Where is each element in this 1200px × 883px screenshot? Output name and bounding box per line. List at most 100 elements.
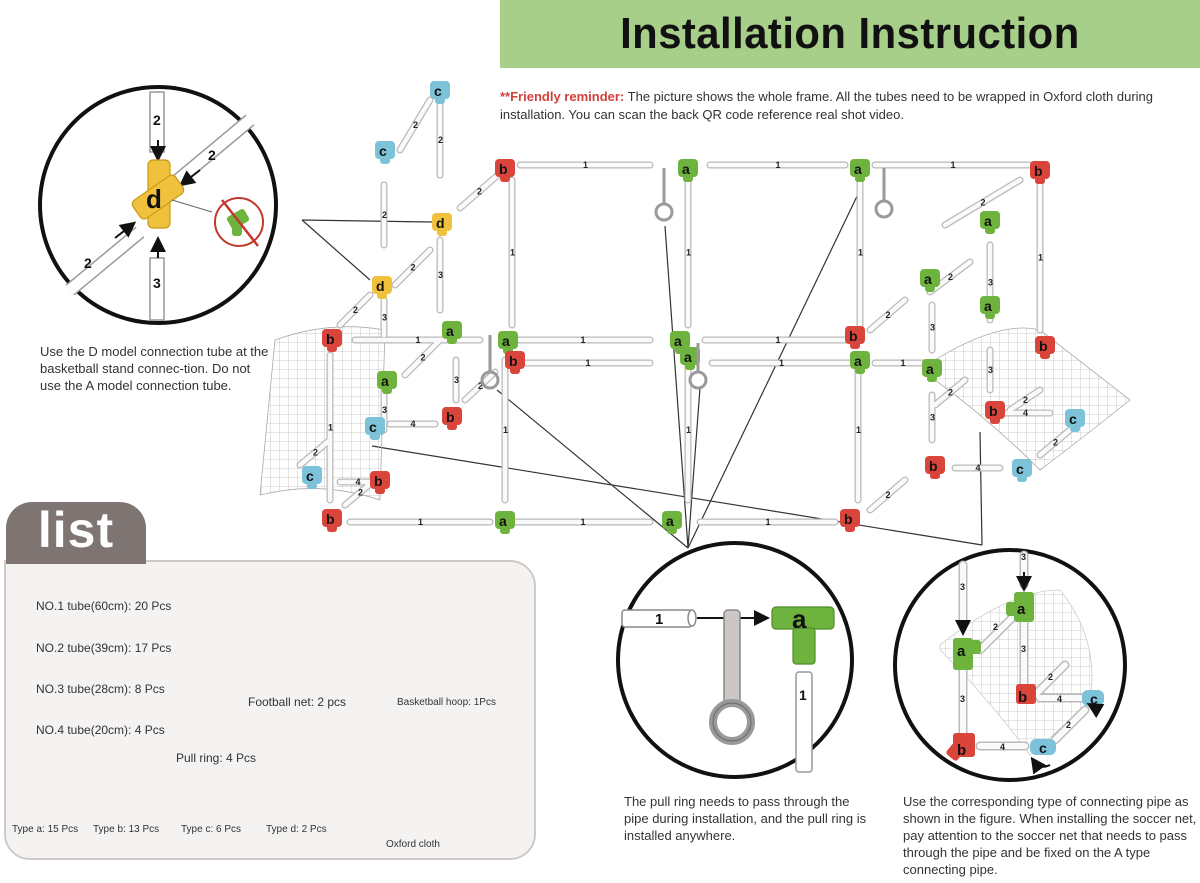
connector-label: b	[1018, 689, 1027, 706]
svg-text:a: a	[666, 513, 674, 529]
connector-a: a	[980, 296, 1000, 319]
header-band: Installation Instruction	[500, 0, 1200, 68]
callout-line	[664, 225, 689, 549]
frame-tube-label: 2	[382, 210, 387, 220]
connector-label: a	[957, 643, 966, 660]
frame-tube-label: 2	[438, 135, 443, 145]
connector-a: a	[377, 371, 397, 394]
tube-label: 3	[960, 694, 965, 704]
frame-tube-label: 1	[503, 425, 508, 435]
svg-text:c: c	[1016, 461, 1024, 477]
svg-text:a: a	[381, 373, 389, 389]
tube-4-label: NO.4 tube(20cm): 4 Pcs	[36, 723, 165, 737]
connector-b: b	[495, 159, 515, 182]
tube-label: 2	[153, 112, 161, 128]
callout-line	[687, 387, 701, 549]
frame-tube	[927, 259, 973, 295]
caption-soccer-net: Use the corresponding type of connecting…	[903, 794, 1197, 877]
connector-b: b	[442, 407, 462, 430]
connector-label: c	[1090, 691, 1098, 707]
frame-tube-label: 1	[858, 248, 863, 258]
tube-label: 2	[1048, 672, 1053, 682]
tube-label: 3	[960, 582, 965, 592]
frame-tube	[397, 97, 433, 153]
connector-a: a	[495, 511, 515, 534]
frame-tube-label: 2	[413, 120, 418, 130]
basketball-hoop-label: Basketball hoop: 1Pcs	[397, 697, 496, 708]
connector-d: d	[372, 276, 392, 299]
frame-tube-label: 1	[581, 335, 586, 345]
svg-text:d: d	[436, 215, 445, 231]
svg-text:b: b	[1039, 338, 1048, 354]
frame-tube-label: 3	[438, 270, 443, 280]
connector-b: b	[925, 456, 945, 479]
frame-tube-label: 2	[353, 305, 358, 315]
connector-a-label: Type a: 15 Pcs	[12, 824, 79, 835]
frame-tube-label: 1	[776, 160, 781, 170]
connector-c: c	[375, 141, 395, 164]
tube-label: 3	[1021, 644, 1026, 654]
callout-line	[301, 219, 433, 223]
svg-text:b: b	[326, 331, 335, 347]
svg-text:c: c	[306, 468, 314, 484]
tube-label: 1	[655, 611, 663, 628]
frame-tube-label: 2	[478, 381, 483, 391]
frame-tube-label: 2	[981, 198, 986, 208]
frame-tube	[457, 172, 501, 211]
connector-a: a	[922, 359, 942, 382]
parts-list-tab: list	[6, 502, 146, 564]
connector-label: d	[146, 184, 162, 214]
connector-b: b	[505, 351, 525, 374]
connector-b: b	[322, 509, 342, 532]
connector-c: c	[302, 466, 322, 489]
callout-line	[496, 389, 689, 549]
svg-text:c: c	[434, 83, 442, 99]
oxford-cloth-label: Oxford cloth	[386, 839, 440, 850]
frame-tube-label: 4	[356, 477, 361, 487]
frame-tube-label: 2	[313, 448, 318, 458]
frame-tube	[297, 437, 333, 468]
frame-tube-label: 1	[416, 335, 421, 345]
callout-line	[979, 431, 983, 546]
tube-1-label: NO.1 tube(60cm): 20 Pcs	[36, 599, 172, 613]
callout-lines	[301, 189, 983, 549]
connector-b: b	[1035, 336, 1055, 359]
frame-tube-label: 1	[686, 248, 691, 258]
svg-text:b: b	[989, 403, 998, 419]
caption-pull-ring: The pull ring needs to pass through the …	[624, 794, 867, 843]
parts-list-panel	[4, 560, 536, 860]
frame-tube-label: 2	[1053, 438, 1058, 448]
frame-tube-label: 2	[358, 488, 363, 498]
connector-b-label: Type b: 13 Pcs	[93, 824, 160, 835]
svg-text:c: c	[379, 143, 387, 159]
frame-tube-label: 1	[766, 517, 771, 527]
detail-circle-pull-ring: 1 a 1	[616, 541, 854, 779]
pull-ring-frame	[480, 168, 894, 390]
frame-tube-label: 1	[418, 517, 423, 527]
svg-text:b: b	[929, 458, 938, 474]
connector-a: a	[850, 351, 870, 374]
connector-label: b	[957, 742, 966, 759]
connector-a: a	[678, 159, 698, 182]
tube-2-label: NO.2 tube(39cm): 17 Pcs	[36, 641, 172, 655]
connector-c-label: Type c: 6 Pcs	[181, 824, 242, 835]
frame-tube	[942, 177, 1023, 228]
connector-a: a	[662, 511, 682, 534]
connector-a: a	[442, 321, 462, 344]
frame-tube-label: 1	[901, 358, 906, 368]
connector-b: b	[845, 326, 865, 349]
frame-tube	[337, 292, 373, 328]
football-net-label: Football net: 2 pcs	[248, 695, 347, 709]
tube-label: 2	[1066, 720, 1071, 730]
connector-a: a	[498, 331, 518, 354]
tube-label: 1	[799, 687, 807, 703]
svg-text:a: a	[502, 333, 510, 349]
tube-label: 2	[993, 622, 998, 632]
connector-a: a	[680, 347, 700, 370]
connector-c: c	[430, 81, 450, 104]
reminder-text: The picture shows the whole frame. All t…	[500, 89, 1153, 122]
frame-tube-label: 1	[779, 358, 784, 368]
svg-text:a: a	[926, 361, 934, 377]
svg-text:a: a	[499, 513, 507, 529]
frame-tube-label: 2	[421, 353, 426, 363]
